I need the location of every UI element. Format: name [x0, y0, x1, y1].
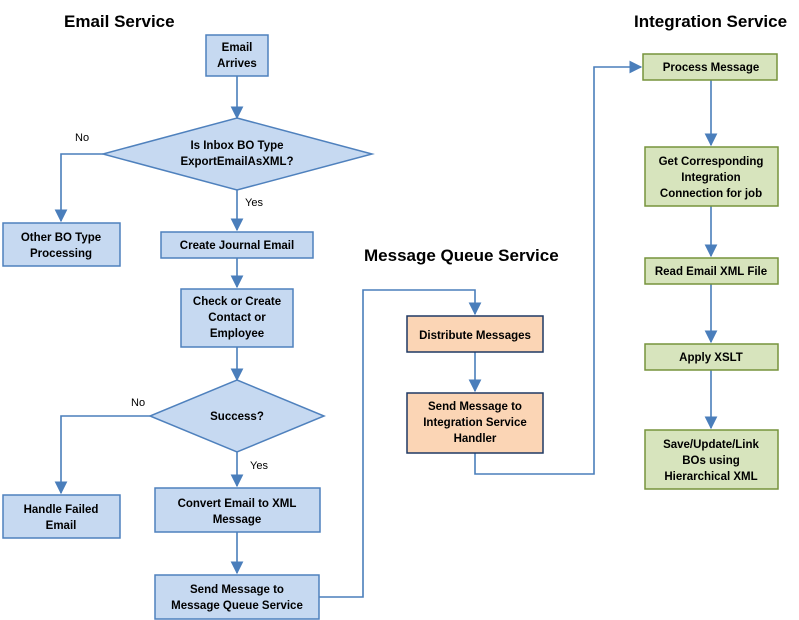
no-label-success: No — [131, 397, 145, 409]
node-apply-xslt: Apply XSLT — [644, 343, 779, 371]
node-distribute-messages: Distribute Messages — [406, 315, 544, 353]
arrow-queue-to-integration — [474, 60, 643, 475]
arrow-decision-no — [54, 153, 103, 223]
svg-text:Create Journal Email: Create Journal Email — [180, 240, 294, 252]
svg-text:Read Email XML File: Read Email XML File — [655, 266, 767, 278]
svg-text:Process Message: Process Message — [663, 62, 760, 74]
node-process-message: Process Message — [642, 53, 778, 81]
message-queue-service-title: Message Queue Service — [364, 246, 559, 265]
no-label-inbox: No — [75, 132, 89, 144]
arrow-success-no — [54, 415, 150, 495]
decision-success: Success? — [148, 379, 326, 453]
connectors — [54, 60, 718, 598]
email-service-title: Email Service — [64, 12, 175, 31]
node-read-email-xml: Read Email XML File — [644, 257, 779, 285]
svg-text:Distribute Messages: Distribute Messages — [419, 330, 531, 342]
integration-service-title: Integration Service — [634, 12, 787, 31]
node-create-journal-email: Create Journal Email — [160, 231, 314, 259]
yes-label-success: Yes — [250, 460, 268, 472]
yes-label-inbox: Yes — [245, 197, 263, 209]
arrow-send-to-queue — [319, 289, 482, 598]
svg-text:Success?: Success? — [210, 411, 264, 423]
svg-text:Apply XSLT: Apply XSLT — [679, 352, 743, 364]
